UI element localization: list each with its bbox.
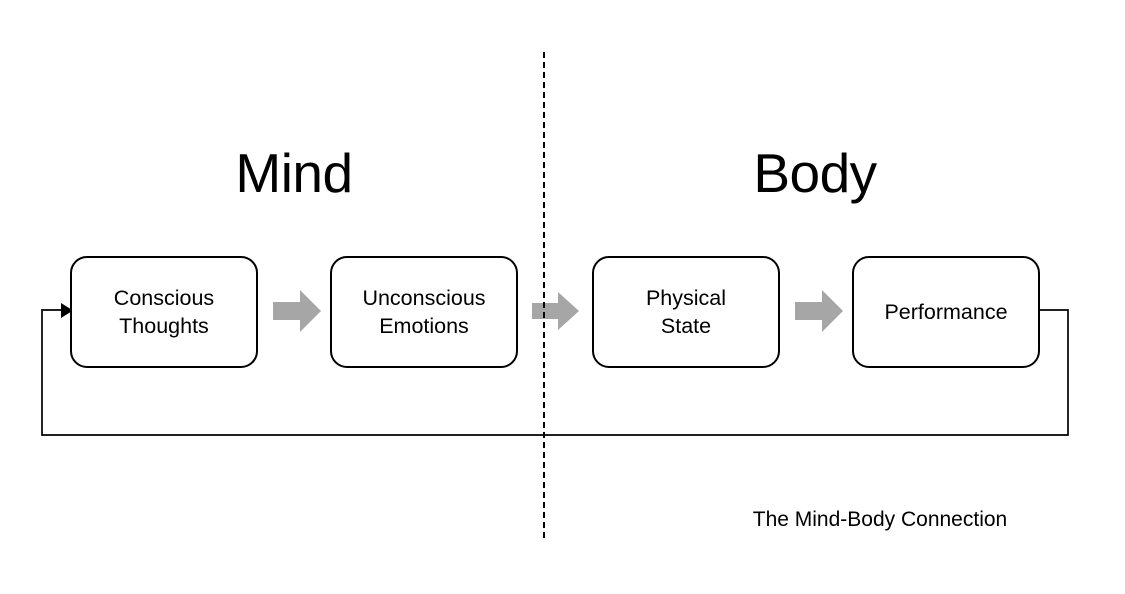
section-heading-body: Body <box>753 142 877 204</box>
process-box-performance[interactable]: Performance <box>852 256 1040 368</box>
process-box-label: Physical State <box>645 285 727 338</box>
process-box-label: Unconscious Emotions <box>362 285 486 338</box>
section-heading-mind: Mind <box>235 142 353 204</box>
diagram-caption: The Mind-Body Connection <box>752 508 1008 531</box>
process-box-conscious-thoughts[interactable]: Conscious Thoughts <box>70 256 258 368</box>
block-arrow-icon-emotions-to-physical <box>532 292 579 330</box>
block-arrow-icon-thoughts-to-emotions <box>273 290 321 332</box>
process-box-physical-state[interactable]: Physical State <box>592 256 780 368</box>
process-box-unconscious-emotions[interactable]: Unconscious Emotions <box>330 256 518 368</box>
process-box-label: Conscious Thoughts <box>113 285 215 338</box>
process-box-label: Performance <box>884 299 1008 324</box>
block-arrow-icon-physical-to-performance <box>795 290 843 332</box>
mind-body-divider-line <box>543 52 545 538</box>
